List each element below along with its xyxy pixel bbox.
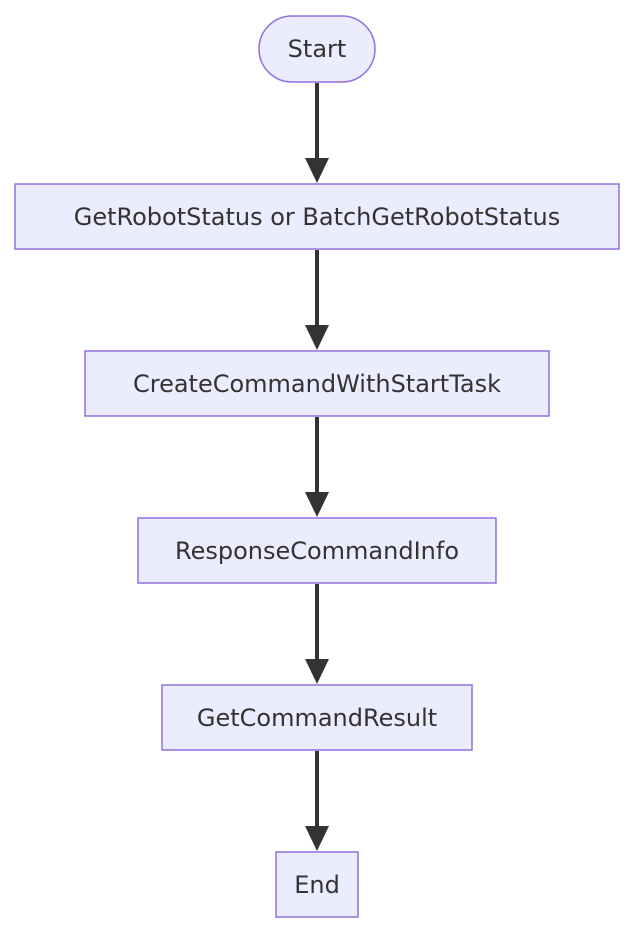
node-end-label: End [294,871,340,899]
edge-create-command-to-response-command-info [305,417,329,517]
node-create-command-label: CreateCommandWithStartTask [133,370,501,398]
node-start-label: Start [288,35,347,63]
node-response-command-info: ResponseCommandInfo [137,517,497,584]
edge-response-command-info-to-get-command-result [305,584,329,684]
node-get-command-result: GetCommandResult [161,684,473,751]
edge-start-to-get-robot-status [305,83,329,183]
node-end: End [275,851,359,918]
node-response-command-info-label: ResponseCommandInfo [175,537,459,565]
node-get-command-result-label: GetCommandResult [197,704,437,732]
node-get-robot-status: GetRobotStatus or BatchGetRobotStatus [14,183,620,250]
edge-get-robot-status-to-create-command [305,250,329,350]
node-get-robot-status-label: GetRobotStatus or BatchGetRobotStatus [74,203,561,231]
node-start: Start [258,15,376,83]
edge-get-command-result-to-end [305,751,329,851]
node-create-command: CreateCommandWithStartTask [84,350,550,417]
